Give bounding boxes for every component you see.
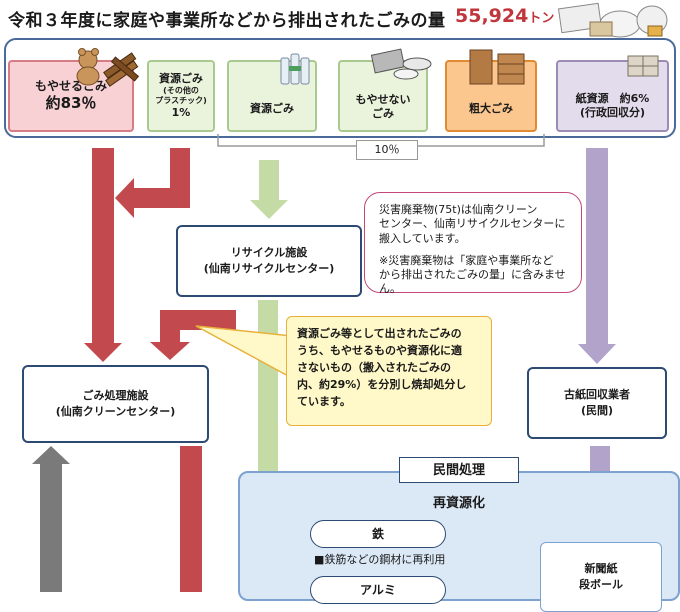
red-arrow-plastic xyxy=(115,148,190,218)
resource-line3: さないもの（搬入されたごみの xyxy=(297,361,451,375)
disaster-line3: 搬入しています。 xyxy=(379,231,466,245)
iron-note: ■鉄筋などの鋼材に再利用 xyxy=(314,553,446,566)
disaster-line4: ※災害廃棄物は「家庭や事業所など xyxy=(379,253,554,267)
amount-unit: トン xyxy=(528,11,555,26)
sodai-label: 粗大ごみ xyxy=(469,102,513,116)
disaster-line1: 災害廃棄物(75t)は仙南クリーン xyxy=(379,203,538,216)
recycle-line2: (仙南リサイクルセンター) xyxy=(203,262,335,275)
resource-line1: 資源ごみ等として出されたごみの xyxy=(297,327,462,340)
gomi-line2: (仙南クリーンセンター) xyxy=(55,405,176,418)
recycle-line1: リサイクル施設 xyxy=(230,246,308,260)
category-plastic: 資源ごみ (その他の プラスチック) 1% xyxy=(147,60,215,132)
paper-item: 新聞紙 段ボール xyxy=(540,542,662,612)
resource-line2: うち、もやせるものや資源化に適 xyxy=(297,344,462,358)
moyasenai-line1: もやせない xyxy=(355,93,411,107)
paper-line1: 新聞紙 xyxy=(584,562,618,575)
plastic-sub2: プラスチック) xyxy=(155,96,207,105)
category-kami: 紙資源 約6% (行政回収分) xyxy=(556,60,669,132)
recycling-subtitle: 再資源化 xyxy=(432,496,485,511)
aluminum-item: アルミ xyxy=(310,576,446,604)
plastic-pct: 1% xyxy=(171,106,191,119)
category-moyaseru: もやせるごみ 約83％ xyxy=(8,60,134,132)
recycle-facility: リサイクル施設 (仙南リサイクルセンター) xyxy=(176,225,362,297)
bracket-label: 10％ xyxy=(356,140,418,160)
garbage-bags-icon xyxy=(557,2,668,38)
disaster-line2: センター、仙南リサイクルセンターに xyxy=(379,217,566,231)
page-title: 令和３年度に家庭や事業所などから排出されたごみの量 xyxy=(8,11,446,31)
category-moyasenai: もやせない ごみ xyxy=(338,60,428,132)
red-bar-lower xyxy=(180,446,202,592)
callout-pointer xyxy=(195,325,293,380)
disaster-line5: から排出されたごみの量」に含みません。 xyxy=(379,268,566,296)
plastic-label: 資源ごみ xyxy=(159,72,203,86)
koshi-line1: 古紙回収業者 xyxy=(564,388,630,402)
moyaseru-label: もやせるごみ xyxy=(34,79,107,94)
shigen-label: 資源ごみ xyxy=(250,102,294,116)
koshi-line2: (民間) xyxy=(580,404,614,417)
private-processing-label: 民間処理 xyxy=(399,457,519,483)
kami-sub: (行政回収分) xyxy=(579,106,646,119)
koshi-dealer: 古紙回収業者 (民間) xyxy=(527,367,667,439)
iron-item: 鉄 xyxy=(310,520,446,548)
gomi-line1: ごみ処理施設 xyxy=(82,389,149,403)
purple-arrow-top xyxy=(578,148,616,364)
total-amount: 55,924トン xyxy=(455,5,554,27)
green-arrow-top xyxy=(250,160,288,219)
resource-reject-note: 資源ごみ等として出されたごみの うち、もやせるものや資源化に適 さないもの（搬入… xyxy=(286,316,492,426)
gray-arrow-up xyxy=(32,446,70,592)
moyaseru-pct: 約83％ xyxy=(45,94,97,113)
kami-label: 紙資源 約6% xyxy=(575,92,650,106)
moyasenai-line2: ごみ xyxy=(372,107,394,120)
red-arrow-reject xyxy=(150,310,236,360)
disaster-waste-note: 災害廃棄物(75t)は仙南クリーン センター、仙南リサイクルセンターに 搬入して… xyxy=(364,192,582,295)
plastic-sub1: (その他の xyxy=(163,86,199,95)
amount-value: 55,924 xyxy=(455,5,529,27)
category-shigen: 資源ごみ xyxy=(227,60,317,132)
resource-line4: 内、約29%）を分別し焼却処分し xyxy=(297,378,467,392)
red-arrow-moyaseru xyxy=(84,148,122,362)
resource-line5: ています。 xyxy=(297,395,351,409)
gomi-facility: ごみ処理施設 (仙南クリーンセンター) xyxy=(22,365,209,443)
category-sodai: 粗大ごみ xyxy=(445,60,537,132)
paper-line2: 段ボール xyxy=(579,577,623,591)
